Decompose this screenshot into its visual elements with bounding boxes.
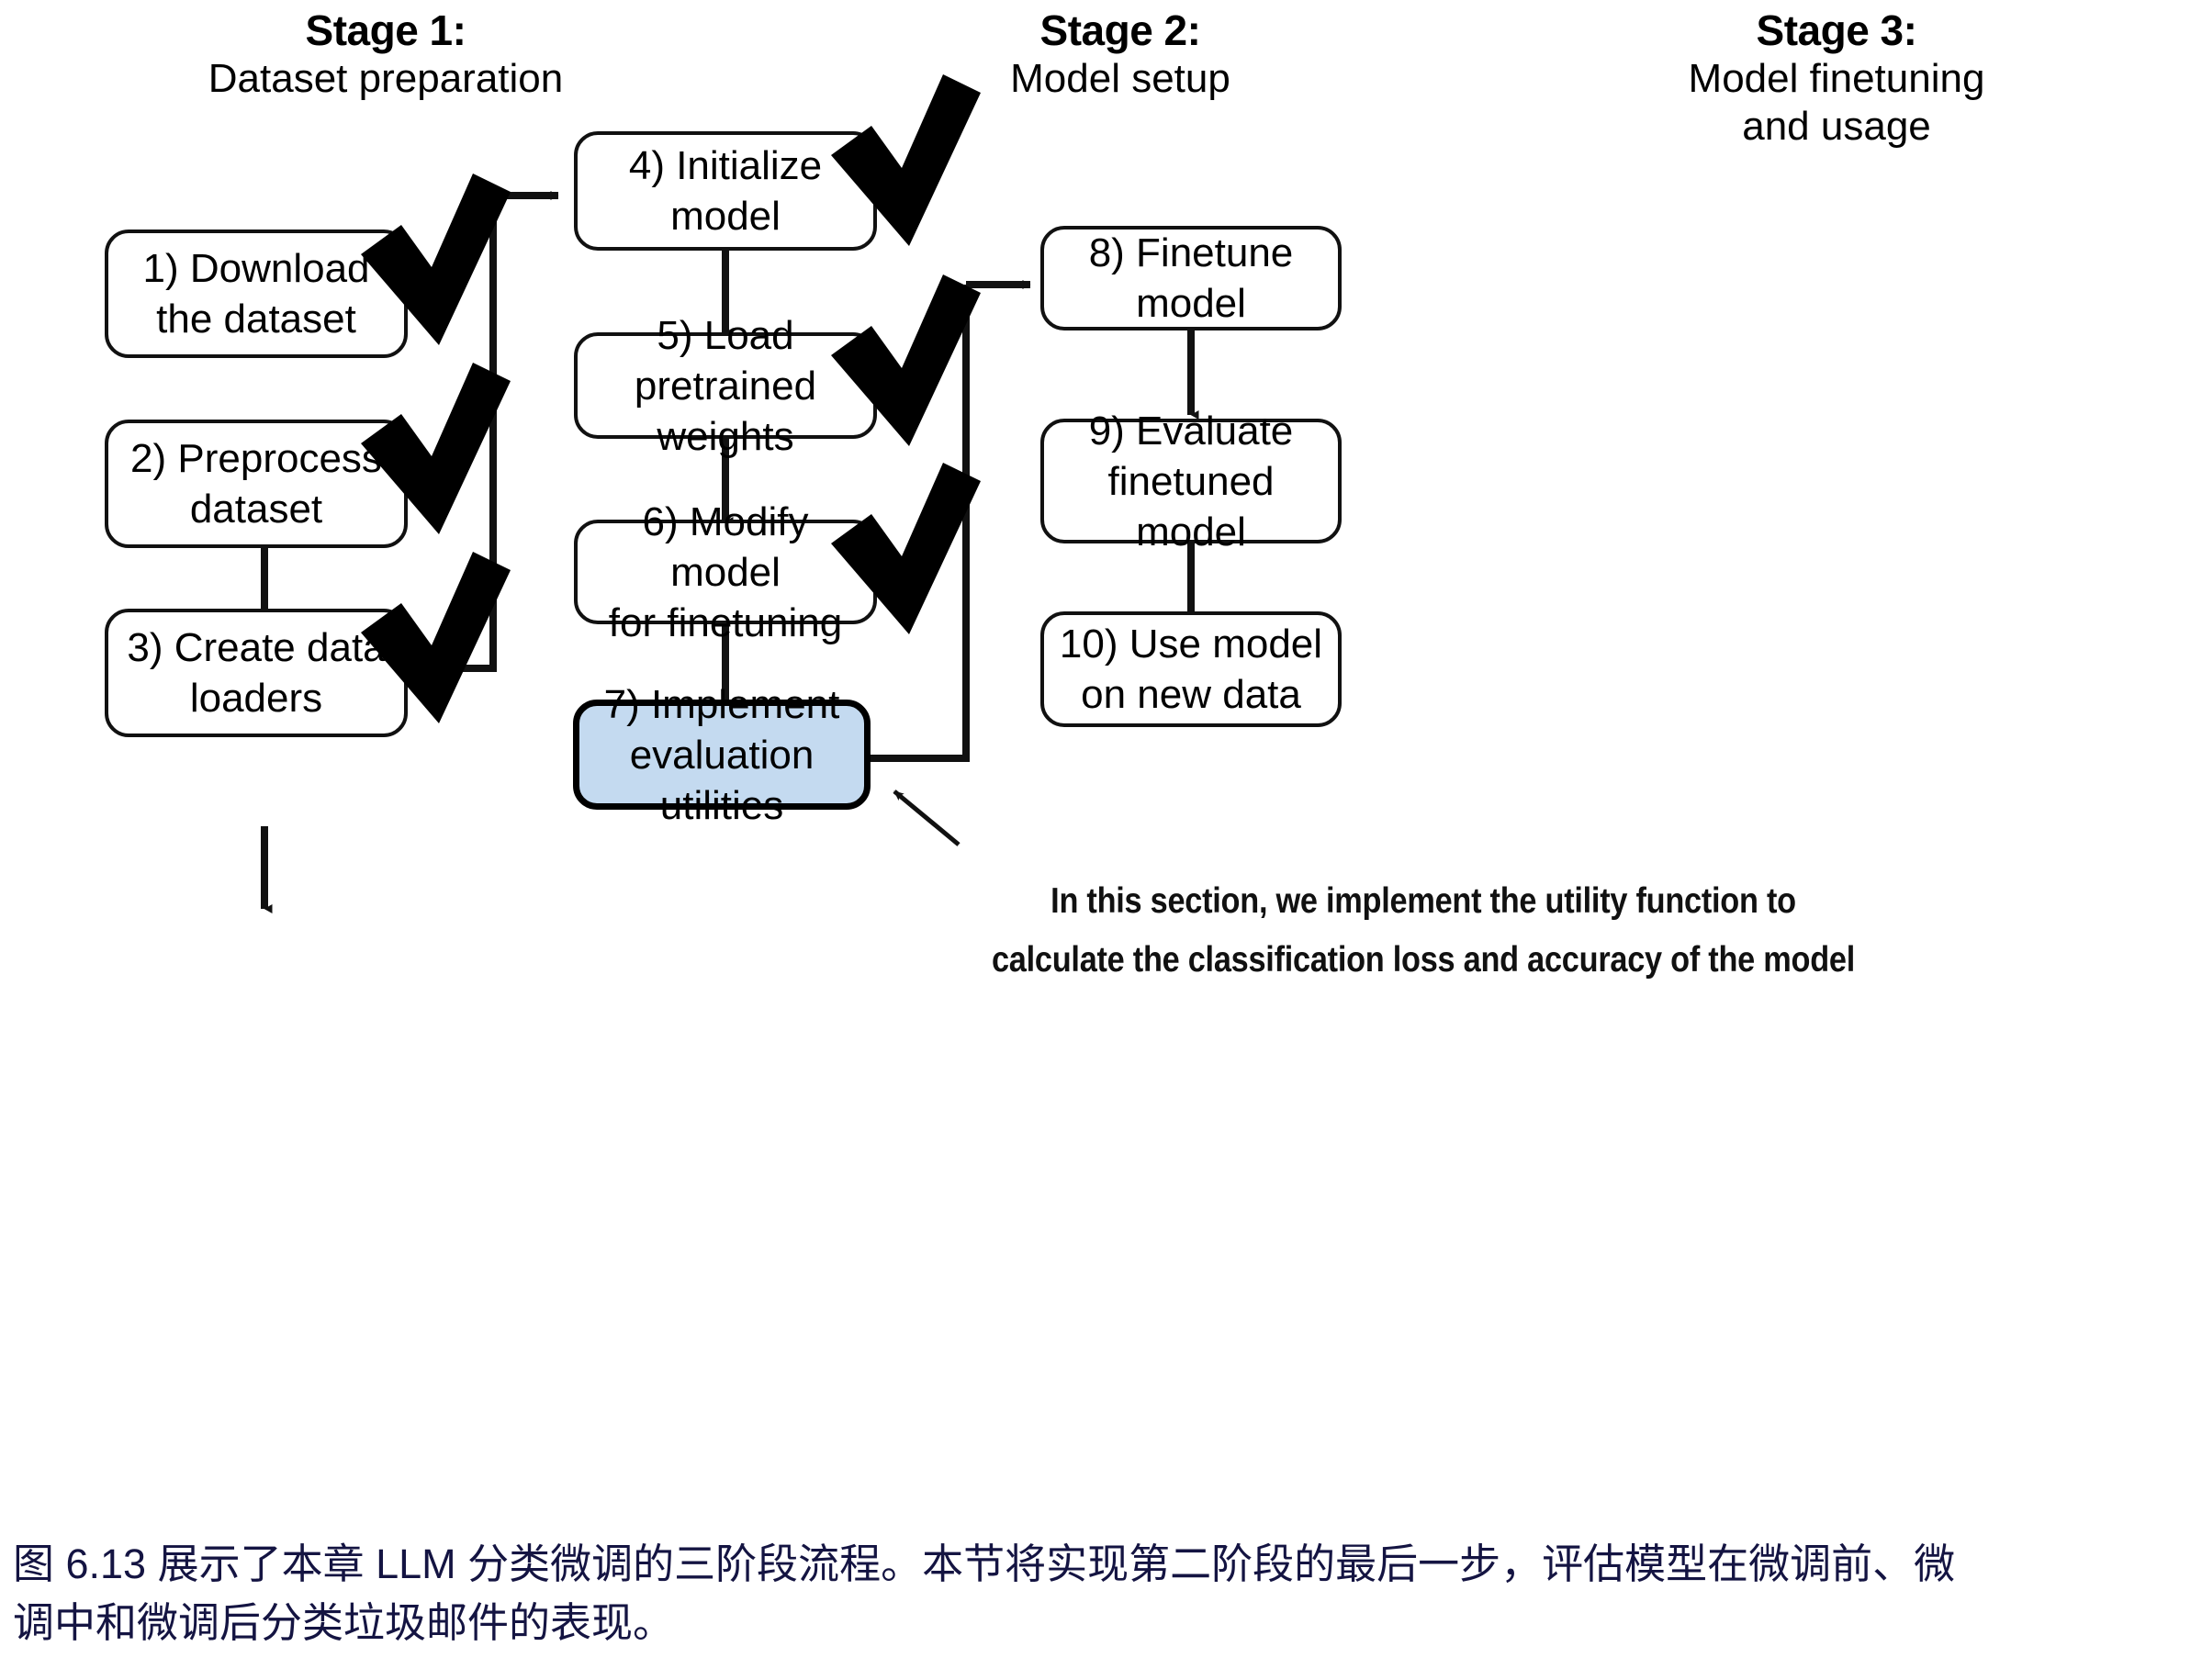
node-1-download-dataset[interactable]: 1) Download the dataset bbox=[105, 230, 408, 358]
node-4-initialize-model[interactable]: 4) Initialize model bbox=[574, 131, 877, 251]
node-6-modify-model[interactable]: 6) Modify model for finetuning bbox=[574, 499, 877, 645]
node-2-line2: dataset bbox=[189, 487, 323, 532]
node-2-label: 2) Preprocess dataset bbox=[130, 433, 382, 534]
stage-3-subtitle-line1: Model finetuning bbox=[1688, 56, 1985, 102]
node-5-line2: weights bbox=[657, 413, 794, 459]
node-1-line1: 1) Download bbox=[142, 246, 370, 291]
node-9-label: 9) Evaluate finetuned model bbox=[1053, 406, 1329, 557]
pipeline-diagram: Stage 1: Dataset preparation Stage 2: Mo… bbox=[55, 6, 2167, 991]
node-7-label: 7) Implement evaluation utilities bbox=[589, 679, 855, 831]
node-9-line2: finetuned model bbox=[1107, 458, 1275, 554]
node-2-line1: 2) Preprocess bbox=[130, 436, 382, 481]
stage-header-2: Stage 2: Model setup bbox=[790, 6, 1451, 103]
node-1-label: 1) Download the dataset bbox=[142, 243, 369, 344]
node-10-label: 10) Use model on new data bbox=[1060, 619, 1322, 720]
node-7-implement-evaluation-utilities[interactable]: 7) Implement evaluation utilities bbox=[573, 682, 871, 828]
node-4-line2: model bbox=[670, 194, 781, 239]
stage-header-3: Stage 3: Model finetuning and usage bbox=[1506, 6, 2167, 151]
caption-line-1: 图 6.13 展示了本章 LLM 分类微调的三阶段流程。本节将实现第二阶段的最后… bbox=[13, 1540, 1956, 1587]
stage-3-subtitle-line2: and usage bbox=[1742, 104, 1931, 150]
node-9-line1: 9) Evaluate bbox=[1088, 408, 1294, 454]
node-6-line1: 6) Modify model bbox=[642, 498, 809, 595]
node-10-use-model-on-new-data[interactable]: 10) Use model on new data bbox=[1040, 611, 1342, 727]
node-6-label: 6) Modify model for finetuning bbox=[587, 497, 864, 648]
stage-header-1: Stage 1: Dataset preparation bbox=[55, 6, 716, 103]
node-10-line1: 10) Use model bbox=[1059, 622, 1323, 666]
node-3-line2: loaders bbox=[189, 676, 323, 721]
annotation-line-1: In this section, we implement the utilit… bbox=[1050, 881, 1796, 921]
node-3-line1: 3) Create data bbox=[127, 625, 386, 670]
annotation-note: In this section, we implement the utilit… bbox=[753, 872, 2095, 991]
connector-stage2-to-stage3 bbox=[870, 280, 1031, 762]
annotation-line-2: calculate the classification loss and ac… bbox=[991, 940, 1856, 980]
node-5-load-pretrained-weights[interactable]: 5) Load pretrained weights bbox=[574, 313, 877, 459]
node-8-line1: 8) Finetune model bbox=[1088, 230, 1294, 326]
node-5-line1: 5) Load pretrained bbox=[634, 312, 817, 409]
node-10-line2: on new data bbox=[1081, 672, 1301, 717]
caption-line-2: 调中和微调后分类垃圾邮件的表现。 bbox=[13, 1598, 675, 1646]
node-4-label: 4) Initialize model bbox=[629, 140, 822, 241]
node-8-label: 8) Finetune model bbox=[1053, 228, 1329, 329]
stage-3-title: Stage 3: bbox=[1756, 6, 1917, 54]
node-7-line1: 7) Implement bbox=[603, 681, 840, 727]
stage-2-title: Stage 2: bbox=[1039, 6, 1201, 54]
node-4-line1: 4) Initialize bbox=[628, 143, 823, 188]
connector-stage1-to-stage2 bbox=[405, 191, 559, 672]
node-1-line2: the dataset bbox=[156, 297, 356, 342]
node-9-evaluate-finetuned-model[interactable]: 9) Evaluate finetuned model bbox=[1040, 409, 1342, 554]
node-8-finetune-model[interactable]: 8) Finetune model bbox=[1040, 226, 1342, 330]
node-7-line2: evaluation utilities bbox=[629, 732, 815, 828]
stage-1-title: Stage 1: bbox=[305, 6, 466, 54]
node-3-label: 3) Create data loaders bbox=[127, 622, 385, 723]
stage-2-subtitle: Model setup bbox=[1010, 56, 1230, 102]
figure-caption: 图 6.13 展示了本章 LLM 分类微调的三阶段流程。本节将实现第二阶段的最后… bbox=[0, 1535, 2202, 1652]
stage-1-subtitle: Dataset preparation bbox=[208, 56, 564, 102]
node-2-preprocess-dataset[interactable]: 2) Preprocess dataset bbox=[105, 420, 408, 548]
node-5-label: 5) Load pretrained weights bbox=[587, 310, 864, 462]
annotation-pointer-arrow bbox=[893, 790, 961, 846]
node-6-line2: for finetuning bbox=[608, 599, 843, 645]
node-3-create-dataloaders[interactable]: 3) Create data loaders bbox=[105, 609, 408, 737]
